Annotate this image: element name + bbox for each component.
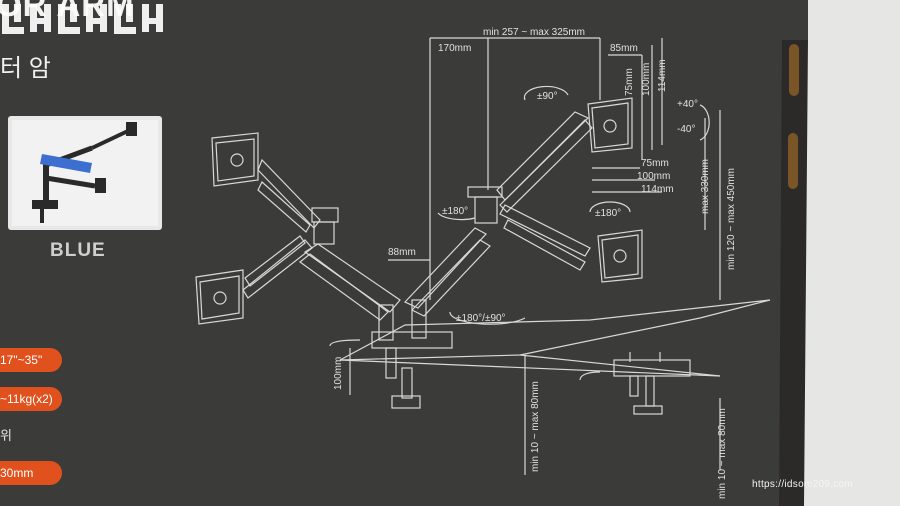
watermark-logo (2, 4, 163, 34)
dim-clamp-height: 100mm (333, 356, 344, 390)
swivel-left-label: ±180° (442, 206, 469, 217)
dim-vesa-100-v: 100mm (641, 62, 652, 96)
dim-height-range: min 120 ~ max 450mm (726, 168, 737, 270)
swivel-right-label: ±180° (595, 208, 622, 219)
box-front (0, 0, 808, 506)
dim-arm-reach: 170mm (438, 43, 472, 54)
watermark-url: https://idsom209.com (752, 479, 854, 490)
rotate-90-label: ±90° (537, 91, 558, 102)
box-edge (779, 40, 808, 506)
dim-clamp-range-2: min 10 ~ max 80mm (717, 408, 728, 499)
tilt-down-label: -40° (677, 124, 696, 135)
dim-vesa-offset: 85mm (610, 43, 638, 54)
dim-vesa-114-h: 114mm (641, 184, 674, 195)
product-color-label: BLUE (50, 240, 106, 261)
handle-slot-top (789, 44, 799, 96)
dim-vesa-114-v: 114mm (657, 59, 668, 92)
dim-vesa-75-v: 75mm (624, 68, 635, 96)
dim-span: min 257 ~ max 325mm (483, 27, 585, 38)
box-subheading: 터 암 (0, 55, 51, 82)
dim-vesa-100-h: 100mm (637, 171, 671, 182)
spec-note: 위 (0, 428, 12, 443)
spec-pill-clamp: 30mm (0, 461, 62, 485)
dim-vesa-75-h: 75mm (641, 158, 669, 169)
dim-clamp-range: min 10 ~ max 80mm (530, 381, 541, 472)
mount-diagram (195, 37, 771, 475)
dim-height-max: max 330mm (700, 158, 711, 214)
spec-pill-load: ~11kg(x2) (0, 387, 62, 411)
spec-pill-size: 17"~35" (0, 348, 62, 372)
handle-slot-bottom (788, 133, 798, 189)
base-swivel-label: ±180°/±90° (456, 313, 506, 324)
tilt-up-label: +40° (677, 99, 698, 110)
dim-pole-width: 88mm (388, 247, 416, 258)
